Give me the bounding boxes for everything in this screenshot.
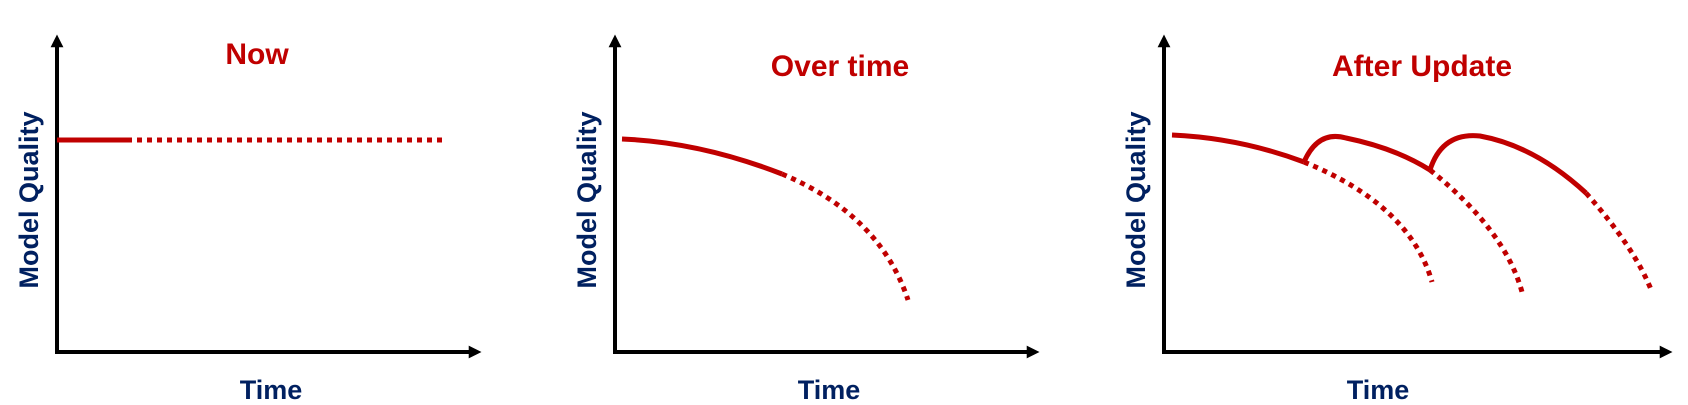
y-axis-label: Model Quality — [1121, 111, 1151, 288]
quality-curve-update-2-projected — [1584, 191, 1655, 293]
panel-title: Over time — [771, 50, 909, 83]
x-axis-label: Time — [1347, 375, 1410, 405]
panel-over-time: Over time Time Model Quality — [572, 34, 1040, 405]
panel-title: Now — [225, 38, 289, 71]
quality-curve-update-1-projected — [1428, 168, 1525, 293]
y-axis-label: Model Quality — [572, 111, 602, 288]
quality-curve-initial-projected — [1303, 159, 1435, 283]
panel-after-update: After Update Time Model Quality — [1121, 34, 1673, 405]
y-axis-label: Model Quality — [14, 111, 44, 288]
quality-curve-projected — [781, 171, 911, 301]
x-axis-label: Time — [798, 375, 861, 405]
panel-now: Now Time Model Quality — [14, 34, 482, 405]
x-axis-label: Time — [240, 375, 303, 405]
quality-curve-initial — [1171, 132, 1305, 165]
quality-curve-actual — [621, 136, 783, 177]
panel-title: After Update — [1332, 50, 1512, 83]
quality-curve-update-1 — [1301, 134, 1432, 173]
quality-curve-update-2 — [1427, 133, 1588, 195]
